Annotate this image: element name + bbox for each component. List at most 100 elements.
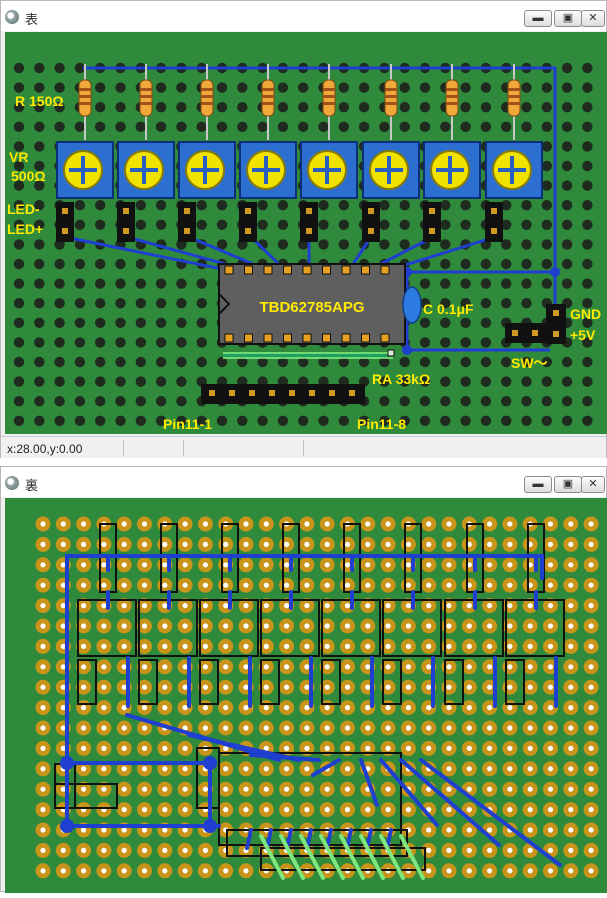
resistor-array[interactable] xyxy=(223,349,395,359)
output-pin-header[interactable] xyxy=(201,384,365,404)
resistor[interactable] xyxy=(261,64,275,140)
board-hole xyxy=(13,415,25,426)
board-canvas-bottom[interactable] xyxy=(5,498,607,893)
resistor[interactable] xyxy=(445,64,459,140)
board-hole xyxy=(34,298,45,309)
board-hole xyxy=(176,298,187,309)
board-canvas-top[interactable]: TBD62785APG R 150Ω VR 500Ω LED- LED+ C 0… xyxy=(5,32,607,434)
led-header[interactable] xyxy=(300,202,318,242)
board-hole xyxy=(541,239,552,250)
board-hole xyxy=(176,337,187,348)
led-header[interactable] xyxy=(239,202,257,242)
resistor[interactable] xyxy=(507,64,521,140)
led-header[interactable] xyxy=(485,202,503,242)
board-hole xyxy=(399,121,410,132)
board-hole xyxy=(13,258,25,270)
title-bar[interactable]: 表 ▬ ▣ ✕ xyxy=(1,1,606,31)
board-hole xyxy=(440,376,451,387)
switch-header[interactable] xyxy=(505,323,547,343)
board-hole xyxy=(399,219,410,230)
title-bar[interactable]: 裏 ▬ ▣ ✕ xyxy=(1,467,606,497)
trimmer-potentiometer[interactable] xyxy=(300,141,358,199)
board-hole xyxy=(460,102,471,113)
led-header[interactable] xyxy=(362,202,380,242)
board-hole xyxy=(54,258,65,270)
board-hole xyxy=(176,317,187,328)
led-header[interactable] xyxy=(117,202,135,242)
board-hole xyxy=(34,239,45,250)
resistor[interactable] xyxy=(78,64,92,140)
trimmer-potentiometer[interactable] xyxy=(117,141,175,199)
maximize-button[interactable]: ▣ xyxy=(554,476,582,493)
power-header[interactable] xyxy=(546,304,566,344)
led-wire-1 xyxy=(64,235,228,272)
board-hole xyxy=(318,121,329,132)
board-hole xyxy=(196,219,207,230)
board-hole xyxy=(561,102,573,113)
board-hole xyxy=(582,141,593,152)
board-hole xyxy=(541,396,552,407)
board-hole xyxy=(419,337,431,348)
solder-wiring xyxy=(65,554,562,867)
led-header[interactable] xyxy=(56,202,74,242)
board-hole xyxy=(95,376,106,387)
resistor[interactable] xyxy=(322,64,336,140)
board-hole xyxy=(74,121,86,132)
board-hole xyxy=(155,298,167,309)
trimmer-potentiometer[interactable] xyxy=(178,141,236,199)
board-hole xyxy=(216,415,228,426)
component-side-window[interactable]: 表 ▬ ▣ ✕ xyxy=(0,0,607,458)
board-hole xyxy=(54,396,65,407)
board-hole xyxy=(358,82,370,93)
capacitor[interactable] xyxy=(402,286,422,324)
resistor[interactable] xyxy=(384,64,398,140)
board-hole xyxy=(95,298,106,309)
board-hole xyxy=(460,356,471,368)
board-hole xyxy=(13,219,25,230)
minimize-button[interactable]: ▬ xyxy=(524,476,552,493)
minimize-button[interactable]: ▬ xyxy=(524,10,552,27)
board-hole xyxy=(298,121,309,132)
trimmer-potentiometer[interactable] xyxy=(485,141,543,199)
maximize-button[interactable]: ▣ xyxy=(554,10,582,27)
ic-tbd62785apg[interactable]: TBD62785APG xyxy=(218,263,406,345)
close-button[interactable]: ✕ xyxy=(581,476,605,493)
board-hole xyxy=(338,356,349,368)
board-hole xyxy=(460,415,471,426)
board-hole xyxy=(379,200,390,211)
board-hole xyxy=(501,376,512,387)
resistor[interactable] xyxy=(139,64,153,140)
label-switch: SW〜 xyxy=(511,355,548,371)
board-hole xyxy=(501,121,512,132)
pcb-solder-view[interactable] xyxy=(5,498,607,893)
board-hole xyxy=(74,258,86,270)
board-hole xyxy=(196,317,207,328)
board-hole xyxy=(135,219,146,230)
trimmer-potentiometer[interactable] xyxy=(239,141,297,199)
trimmer-potentiometer[interactable] xyxy=(56,141,114,199)
board-hole xyxy=(561,396,573,407)
header-outline xyxy=(260,847,426,871)
led-header[interactable] xyxy=(178,202,196,242)
led-header[interactable] xyxy=(423,202,441,242)
pcb-component-view[interactable]: TBD62785APG R 150Ω VR 500Ω LED- LED+ C 0… xyxy=(5,32,607,434)
solder-side-window[interactable]: 裏 ▬ ▣ ✕ xyxy=(0,466,607,893)
board-hole xyxy=(257,356,268,368)
board-hole xyxy=(501,415,512,426)
junction-dot xyxy=(402,345,412,355)
board-hole xyxy=(34,376,45,387)
board-hole xyxy=(115,82,126,93)
board-hole xyxy=(13,298,25,309)
close-button[interactable]: ✕ xyxy=(581,10,605,27)
trimmer-potentiometer[interactable] xyxy=(423,141,481,199)
board-hole xyxy=(135,356,146,368)
board-hole xyxy=(155,102,167,113)
board-hole xyxy=(501,298,512,309)
board-hole xyxy=(34,219,45,230)
board-hole xyxy=(561,258,573,270)
trimmer-potentiometer[interactable] xyxy=(362,141,420,199)
resistor[interactable] xyxy=(200,64,214,140)
board-hole xyxy=(582,102,593,113)
board-hole xyxy=(74,298,86,309)
board-hole xyxy=(582,317,593,328)
